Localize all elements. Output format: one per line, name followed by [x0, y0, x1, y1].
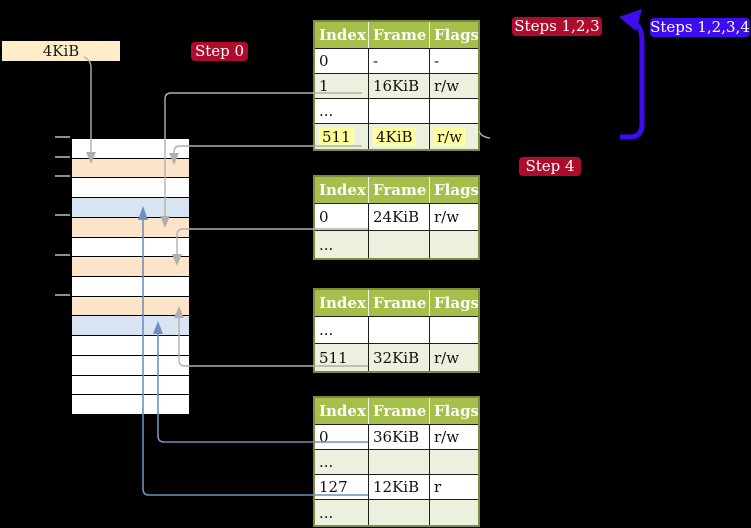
table-cell: ... — [315, 450, 369, 474]
table-cell: 0 — [315, 425, 369, 449]
memory-row-free — [72, 178, 189, 199]
memory-row-free — [72, 355, 189, 376]
table-cell: r/w — [434, 77, 460, 95]
table-cell: 1 — [315, 74, 369, 98]
memory-row-table — [72, 158, 189, 179]
table-cell: 24KiB — [369, 204, 430, 230]
table-cell: ... — [315, 317, 369, 343]
table-cell: 12KiB — [369, 475, 430, 499]
table-cell: r/w — [430, 124, 478, 149]
memory-row-free — [72, 375, 189, 396]
table-cell: 511 — [315, 124, 369, 149]
table-cell: r/w — [434, 208, 460, 226]
memory-row-free — [72, 277, 189, 297]
column-header: Flags — [434, 26, 478, 44]
table-row: ... — [315, 500, 478, 525]
table-cell: r — [434, 478, 442, 496]
table-cell: 36KiB — [369, 425, 430, 449]
table-cell: - — [434, 52, 440, 70]
column-header: Flags — [434, 181, 478, 199]
table-cell: r/w — [434, 348, 460, 367]
badge-step-0: Step 0 — [191, 42, 248, 61]
table-cell — [369, 231, 430, 258]
memory-tick — [55, 156, 70, 158]
column-header: Flags — [434, 294, 478, 312]
memory-row-free — [72, 139, 189, 159]
table-row: 0-- — [315, 49, 478, 74]
memory-column — [71, 138, 190, 415]
table-row: ... — [315, 450, 478, 475]
memory-tick — [55, 175, 70, 177]
memory-row-table — [72, 217, 189, 238]
memory-row-table — [72, 296, 189, 317]
column-header: Index — [315, 290, 369, 316]
table-cell: 511 — [315, 344, 369, 371]
table-cell — [369, 450, 430, 474]
table-cell: - — [369, 49, 430, 73]
table-cell — [369, 317, 430, 343]
memory-row-page — [72, 198, 189, 218]
table-cell: 4KiB — [369, 124, 430, 149]
memory-row-page — [72, 316, 189, 337]
arrow-recursive-loop — [620, 20, 645, 140]
memory-address-label: 4KiB — [2, 41, 120, 61]
column-header: Frame — [369, 22, 430, 48]
table-row: ... — [315, 317, 478, 344]
badge-step-4: Step 4 — [519, 157, 581, 176]
column-header: Index — [315, 177, 369, 203]
table-cell — [430, 317, 478, 343]
memory-tick — [55, 294, 70, 296]
badge-steps-1-2-3: Steps 1,2,3 — [512, 17, 602, 36]
table-cell: r/w — [434, 428, 460, 446]
memory-tick — [55, 254, 70, 256]
table-cell — [430, 450, 478, 474]
memory-tick — [55, 136, 70, 138]
connector-stub — [478, 130, 491, 139]
memory-row-free — [72, 336, 189, 356]
table-cell: 0 — [315, 49, 369, 73]
column-header: Index — [315, 22, 369, 48]
badge-steps-1-2-3-4: Steps 1,2,3,4 — [650, 18, 750, 37]
table-row: ... — [315, 99, 478, 124]
table-cell — [369, 500, 430, 525]
table-cell: ... — [315, 99, 369, 123]
arrowhead-left-icon — [619, 9, 642, 31]
table-cell — [369, 99, 430, 123]
memory-tick — [55, 214, 70, 216]
table-cell — [430, 99, 478, 123]
column-header: Frame — [369, 398, 430, 424]
table-row: ... — [315, 231, 478, 258]
memory-row-table — [72, 257, 189, 278]
table-cell: 0 — [315, 204, 369, 230]
table-cell: ... — [315, 500, 369, 525]
table-cell — [430, 500, 478, 525]
column-header: Index — [315, 398, 369, 424]
table-cell: 16KiB — [369, 74, 430, 98]
column-header: Flags — [434, 402, 478, 420]
table-cell: 32KiB — [369, 344, 430, 371]
table-cell: 127 — [315, 475, 369, 499]
memory-row-free — [72, 237, 189, 258]
column-header: Frame — [369, 290, 430, 316]
column-header: Frame — [369, 177, 430, 203]
table-cell — [430, 231, 478, 258]
memory-row-free — [72, 395, 189, 415]
table-cell: ... — [315, 231, 369, 258]
